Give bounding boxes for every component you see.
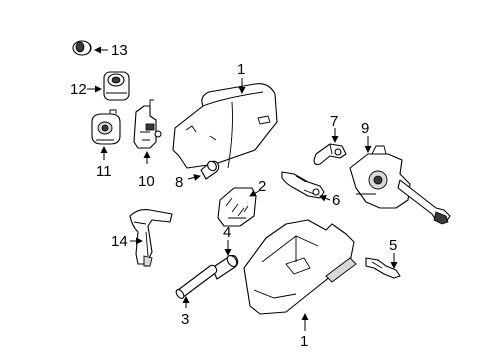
part-8-pin — [200, 160, 220, 180]
leader-6 — [319, 194, 331, 202]
callout-5: 5 — [389, 237, 397, 254]
part-6-tilt-lever — [281, 171, 325, 199]
part-4-sleeve — [211, 254, 239, 280]
callout-11: 11 — [96, 163, 112, 180]
part-1-upper-shroud — [172, 83, 278, 169]
callout-6: 6 — [332, 192, 340, 209]
callout-14: 14 — [111, 233, 128, 250]
leader-8 — [187, 174, 201, 181]
callout-8: 8 — [175, 174, 183, 191]
part-12-lock-housing — [103, 71, 130, 101]
callout-7: 7 — [330, 113, 338, 130]
part-3-shaft — [175, 264, 218, 299]
callout-3: 3 — [181, 311, 189, 328]
part-11-ignition-switch — [91, 109, 121, 145]
part-10-actuator — [133, 99, 162, 149]
part-5-bracket — [365, 257, 401, 279]
callout-12: 12 — [70, 81, 87, 98]
callout-1-bottom: 1 — [300, 333, 308, 350]
callout-2: 2 — [258, 178, 266, 195]
callout-1-top: 1 — [237, 61, 245, 78]
part-13-bushing — [72, 40, 92, 56]
callout-4: 4 — [223, 224, 231, 241]
leader-2 — [249, 190, 260, 197]
callout-13: 13 — [111, 42, 128, 59]
part-14-handle — [129, 209, 173, 267]
callout-10: 10 — [138, 173, 155, 190]
part-9-combination-switch — [349, 145, 451, 225]
part-1-lower-shroud — [243, 219, 357, 315]
callout-9: 9 — [361, 120, 369, 137]
part-7-lever — [313, 143, 347, 166]
part-2-bracket — [217, 187, 257, 227]
